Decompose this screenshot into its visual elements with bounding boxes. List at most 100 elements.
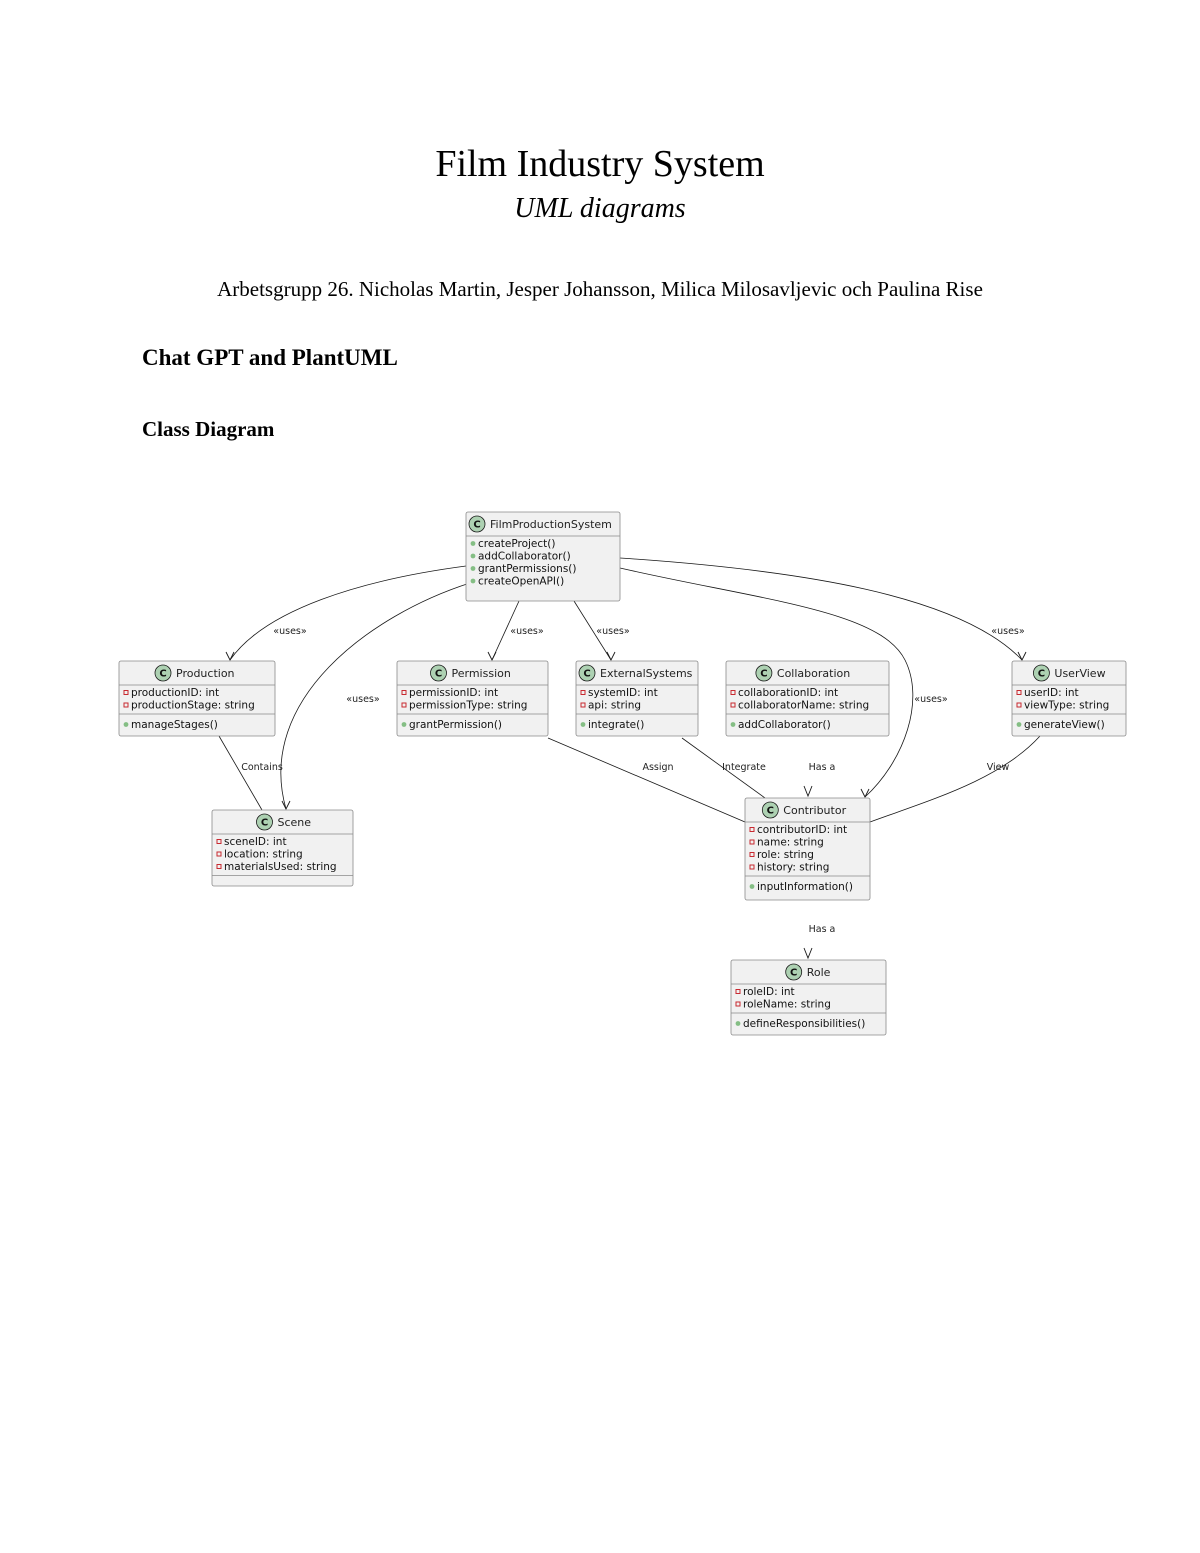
aggregation-head-collaboration-to-contributor xyxy=(803,785,813,798)
relation-label-userview-to-contributor: View xyxy=(987,762,1010,773)
method-marker xyxy=(123,722,129,727)
arrowhead-filmproductionsystem-to-scene xyxy=(281,800,291,811)
field-marker xyxy=(749,852,755,857)
class-method: integrate() xyxy=(588,719,644,731)
class-name-permission: Permission xyxy=(452,667,511,680)
field-marker xyxy=(749,827,755,832)
method-marker xyxy=(580,722,586,727)
class-box-permission: C Permission permissionID: intpermissionTy… xyxy=(396,660,549,737)
class-name-scene: Scene xyxy=(278,816,312,829)
class-field: userID: int xyxy=(1024,687,1079,699)
method-marker xyxy=(1016,722,1022,727)
class-icon-letter: C xyxy=(435,669,442,680)
class-frame-contributor xyxy=(744,797,871,901)
arrowhead-filmproductionsystem-to-externalsystems xyxy=(606,651,616,662)
class-method: addCollaborator() xyxy=(478,551,571,563)
class-field: collaboratorName: string xyxy=(738,700,869,712)
relation-label-externalsystems-to-contributor: Integrate xyxy=(722,762,766,773)
relation-label-filmproductionsystem-to-externalsystems: «uses» xyxy=(596,626,630,637)
field-marker xyxy=(401,702,407,708)
field-marker xyxy=(580,690,586,695)
relation-label-filmproductionsystem-to-permission: «uses» xyxy=(510,626,544,637)
relation-line-filmproductionsystem-to-userview xyxy=(619,557,1023,661)
class-method: generateView() xyxy=(1024,719,1105,731)
class-box-collaboration: C Collaboration collaborationID: intcollab… xyxy=(725,660,890,737)
class-frame-filmproductionsystem xyxy=(465,511,621,602)
field-marker xyxy=(580,702,586,708)
class-field: permissionType: string xyxy=(409,700,527,712)
relation-line-permission-to-contributor xyxy=(547,737,746,823)
class-icon xyxy=(256,813,273,831)
class-name-userview: UserView xyxy=(1054,667,1105,680)
field-marker xyxy=(735,1001,741,1007)
class-method: addCollaborator() xyxy=(738,719,831,731)
field-marker xyxy=(730,702,736,708)
class-field: permissionID: int xyxy=(409,687,498,699)
relation-line-filmproductionsystem-to-contributor xyxy=(619,567,914,798)
method-marker xyxy=(749,884,755,889)
class-name-collaboration: Collaboration xyxy=(777,667,850,680)
class-frame-role xyxy=(730,959,887,1036)
class-icon xyxy=(430,664,447,682)
class-icon-letter: C xyxy=(473,520,480,531)
class-field: location: string xyxy=(224,849,303,861)
document-title: Film Industry System xyxy=(435,143,765,185)
field-marker xyxy=(735,989,741,994)
class-icon xyxy=(154,664,172,682)
document-subtitle: UML diagrams xyxy=(514,193,686,224)
method-marker xyxy=(470,566,476,571)
class-field: contributorID: int xyxy=(757,824,847,836)
class-icon xyxy=(755,664,773,682)
method-marker xyxy=(470,541,476,546)
class-field: roleID: int xyxy=(743,986,795,998)
class-icon xyxy=(578,664,596,682)
arrowhead-filmproductionsystem-to-userview xyxy=(1017,651,1027,662)
relation-label-filmproductionsystem-to-production: «uses» xyxy=(273,626,307,637)
class-method: createOpenAPI() xyxy=(478,576,564,588)
class-icon-letter: C xyxy=(760,669,767,680)
class-method: grantPermission() xyxy=(409,719,502,731)
class-field: productionStage: string xyxy=(131,700,255,712)
class-field: role: string xyxy=(757,849,814,861)
authors-line: Arbetsgrupp 26. Nicholas Martin, Jesper … xyxy=(217,277,983,301)
class-field: history: string xyxy=(757,862,829,874)
relation-line-userview-to-contributor xyxy=(869,735,1041,823)
relation-label-collaboration-to-contributor: Has a xyxy=(809,762,836,773)
class-field: api: string xyxy=(588,700,641,712)
class-field: viewType: string xyxy=(1024,700,1109,712)
arrowhead-filmproductionsystem-to-contributor xyxy=(860,788,870,799)
class-name-filmproductionsystem: FilmProductionSystem xyxy=(490,518,612,531)
field-marker xyxy=(123,690,129,695)
class-icon xyxy=(761,801,779,819)
class-field: systemID: int xyxy=(588,687,658,699)
class-frame-production xyxy=(118,660,276,737)
method-marker xyxy=(735,1021,741,1026)
relation-line-filmproductionsystem-to-externalsystems xyxy=(573,600,612,661)
field-marker xyxy=(749,864,755,870)
section-heading: Chat GPT and PlantUML xyxy=(142,345,398,370)
relation-label-filmproductionsystem-to-scene: «uses» xyxy=(346,694,380,705)
field-marker xyxy=(730,690,736,695)
relation-label-production-to-scene: Contains xyxy=(241,762,283,773)
class-field: productionID: int xyxy=(131,687,219,699)
class-icon-letter: C xyxy=(583,669,590,680)
class-field: collaborationID: int xyxy=(738,687,838,699)
class-icon-letter: C xyxy=(1038,669,1045,680)
arrowhead-filmproductionsystem-to-permission xyxy=(487,651,497,662)
class-field: roleName: string xyxy=(743,999,831,1011)
class-icon xyxy=(1033,664,1050,682)
relation-line-externalsystems-to-contributor xyxy=(681,737,766,799)
method-marker xyxy=(401,722,407,727)
class-icon xyxy=(785,963,803,981)
class-icon-letter: C xyxy=(261,818,268,829)
class-method: defineResponsibilities() xyxy=(743,1018,865,1030)
relation-line-filmproductionsystem-to-scene xyxy=(280,582,471,810)
field-marker xyxy=(216,851,222,857)
class-name-production: Production xyxy=(176,667,235,680)
